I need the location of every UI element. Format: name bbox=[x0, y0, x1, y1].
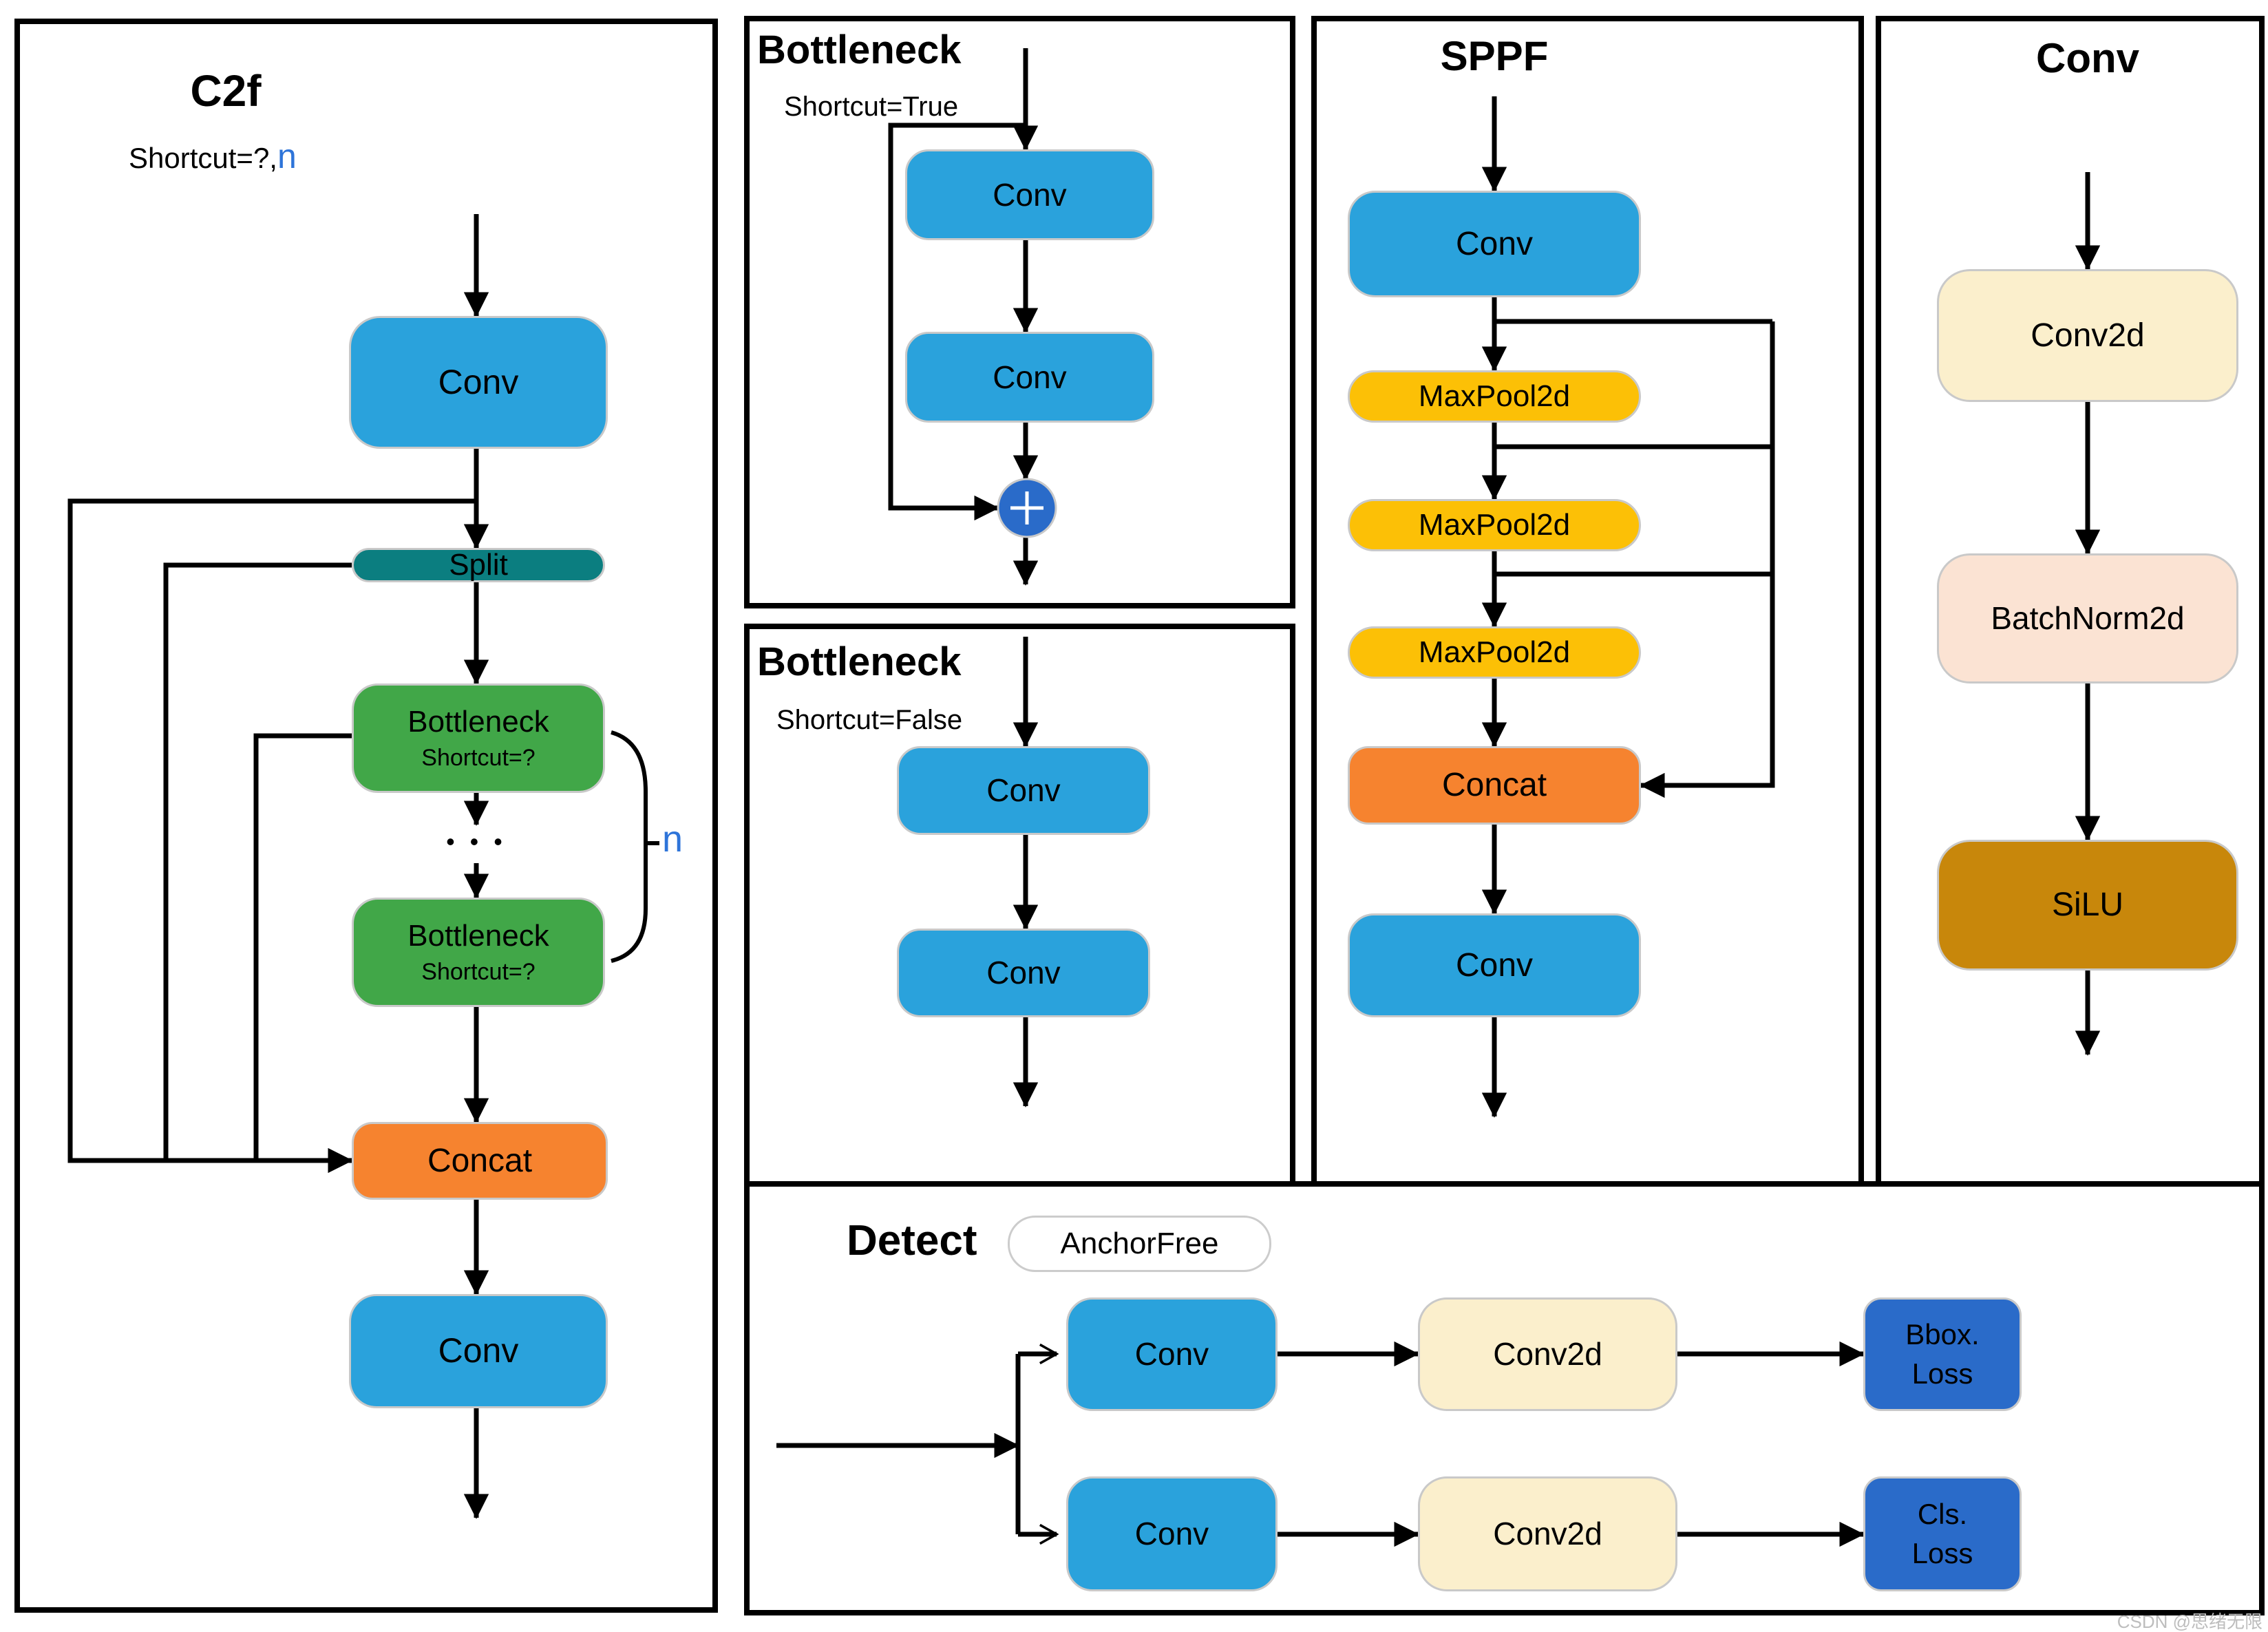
bottleneck-true-subtitle: Shortcut=True bbox=[784, 92, 959, 122]
sppf-connectors bbox=[1481, 96, 1775, 1118]
detect-conv2d-top-block: Conv2d bbox=[1418, 1297, 1677, 1411]
detect-bbox-loss-block: Bbox. Loss bbox=[1863, 1297, 2022, 1411]
conv-silu-block: SiLU bbox=[1937, 840, 2238, 971]
detect-anchorfree-badge: AnchorFree bbox=[1008, 1216, 1271, 1272]
brace-curve bbox=[611, 730, 648, 963]
bottleneck-true-conv1-label: Conv bbox=[993, 176, 1067, 213]
bottleneck-true-title: Bottleneck bbox=[757, 28, 962, 72]
sppf-concat-label: Concat bbox=[1441, 767, 1547, 804]
conv-conv2d-label: Conv2d bbox=[2031, 317, 2145, 354]
sppf-maxpool3-label: MaxPool2d bbox=[1418, 635, 1571, 669]
c2f-n-label: n bbox=[662, 818, 683, 860]
sppf-title: SPPF bbox=[1440, 33, 1549, 79]
c2f-conv-top-label: Conv bbox=[438, 362, 519, 401]
c2f-skip3-from-bottleneck1 bbox=[253, 733, 352, 1163]
sppf-conv-bottom-label: Conv bbox=[1455, 946, 1534, 984]
bottleneck-false-conv2-label: Conv bbox=[986, 955, 1061, 991]
c2f-subtitle: Shortcut=?,n bbox=[129, 139, 297, 173]
detect-conv2d-bottom-label: Conv2d bbox=[1493, 1516, 1602, 1552]
sppf-maxpool2-label: MaxPool2d bbox=[1418, 507, 1571, 542]
bottleneck-true-conv2-block: Conv bbox=[905, 332, 1154, 423]
c2f-bottleneck1-sub: Shortcut=? bbox=[421, 745, 536, 772]
detect-bbox-loss-line1: Bbox. bbox=[1905, 1318, 1980, 1351]
detect-conv-bottom-block: Conv bbox=[1066, 1476, 1278, 1591]
bottleneck-true-connectors bbox=[888, 48, 1039, 586]
c2f-title: C2f bbox=[190, 66, 262, 116]
c2f-subtitle-prefix: Shortcut=?, bbox=[129, 142, 277, 174]
bt-shortcut-skip-arrow bbox=[888, 123, 1026, 521]
conv-batchnorm-label: BatchNorm2d bbox=[1991, 600, 2185, 637]
bottleneck-false-title: Bottleneck bbox=[757, 639, 962, 684]
c2f-subtitle-n: n bbox=[277, 137, 297, 176]
c2f-conv-bottom-block: Conv bbox=[349, 1294, 608, 1408]
sppf-maxpool1-block: MaxPool2d bbox=[1348, 370, 1641, 423]
conv-title: Conv bbox=[2036, 35, 2139, 81]
sppf-bypass-to-concat-arrow bbox=[1640, 321, 1775, 798]
detect-connectors bbox=[776, 1341, 1865, 1547]
detect-bbox-loss-line2: Loss bbox=[1911, 1357, 1973, 1390]
c2f-bottleneck2-sub: Shortcut=? bbox=[421, 959, 536, 986]
c2f-split-label: Split bbox=[449, 547, 508, 582]
c2f-bottleneck1-block: Bottleneck Shortcut=? bbox=[352, 683, 605, 793]
c2f-concat-label: Concat bbox=[427, 1142, 533, 1179]
c2f-split-block: Split bbox=[352, 548, 605, 582]
sppf-conv-bottom-block: Conv bbox=[1348, 913, 1641, 1017]
sppf-conv-top-label: Conv bbox=[1455, 225, 1534, 262]
c2f-bottleneck2-label: Bottleneck bbox=[407, 918, 549, 953]
detect-anchorfree-label: AnchorFree bbox=[1060, 1227, 1219, 1260]
detect-conv-top-label: Conv bbox=[1134, 1336, 1209, 1373]
bottleneck-false-subtitle: Shortcut=False bbox=[776, 705, 963, 735]
c2f-concat-block: Concat bbox=[352, 1122, 608, 1200]
detect-conv-top-block: Conv bbox=[1066, 1297, 1278, 1411]
c2f-bottleneck2-block: Bottleneck Shortcut=? bbox=[352, 898, 605, 1007]
sppf-concat-block: Concat bbox=[1348, 746, 1641, 825]
c2f-bottleneck1-label: Bottleneck bbox=[407, 704, 549, 739]
detect-conv2d-top-label: Conv2d bbox=[1493, 1336, 1602, 1373]
sppf-maxpool1-label: MaxPool2d bbox=[1418, 379, 1571, 413]
bottleneck-false-conv2-block: Conv bbox=[897, 929, 1150, 1017]
sppf-maxpool3-block: MaxPool2d bbox=[1348, 626, 1641, 679]
conv-batchnorm-block: BatchNorm2d bbox=[1937, 553, 2238, 683]
c2f-conv-top-block: Conv bbox=[349, 316, 608, 449]
c2f-ellipsis: • • • bbox=[446, 827, 507, 856]
detect-title: Detect bbox=[847, 1217, 977, 1264]
sppf-conv-top-block: Conv bbox=[1348, 191, 1641, 297]
c2f-connectors bbox=[67, 214, 489, 1519]
sppf-maxpool2-block: MaxPool2d bbox=[1348, 499, 1641, 551]
detect-conv-bottom-label: Conv bbox=[1134, 1516, 1209, 1552]
c2f-skip1-to-concat bbox=[67, 498, 476, 1174]
add-icon bbox=[997, 478, 1057, 538]
bottleneck-true-conv1-block: Conv bbox=[905, 149, 1154, 240]
bottleneck-false-conv1-label: Conv bbox=[986, 772, 1061, 809]
c2f-skip2-from-split bbox=[163, 562, 352, 1163]
c2f-repeat-brace bbox=[611, 730, 659, 963]
bottleneck-false-conv1-block: Conv bbox=[897, 746, 1150, 835]
c2f-conv-bottom-label: Conv bbox=[438, 1331, 519, 1370]
detect-cls-loss-block: Cls. Loss bbox=[1863, 1476, 2022, 1591]
detect-conv2d-bottom-block: Conv2d bbox=[1418, 1476, 1677, 1591]
detect-cls-loss-line1: Cls. bbox=[1917, 1498, 1968, 1531]
conv-conv2d-block: Conv2d bbox=[1937, 269, 2238, 402]
csdn-watermark: CSDN @思绪无限 bbox=[2117, 1611, 2262, 1632]
conv-silu-label: SiLU bbox=[2051, 887, 2124, 924]
detect-cls-loss-line2: Loss bbox=[1911, 1536, 1973, 1569]
bottleneck-true-conv2-label: Conv bbox=[993, 359, 1067, 395]
